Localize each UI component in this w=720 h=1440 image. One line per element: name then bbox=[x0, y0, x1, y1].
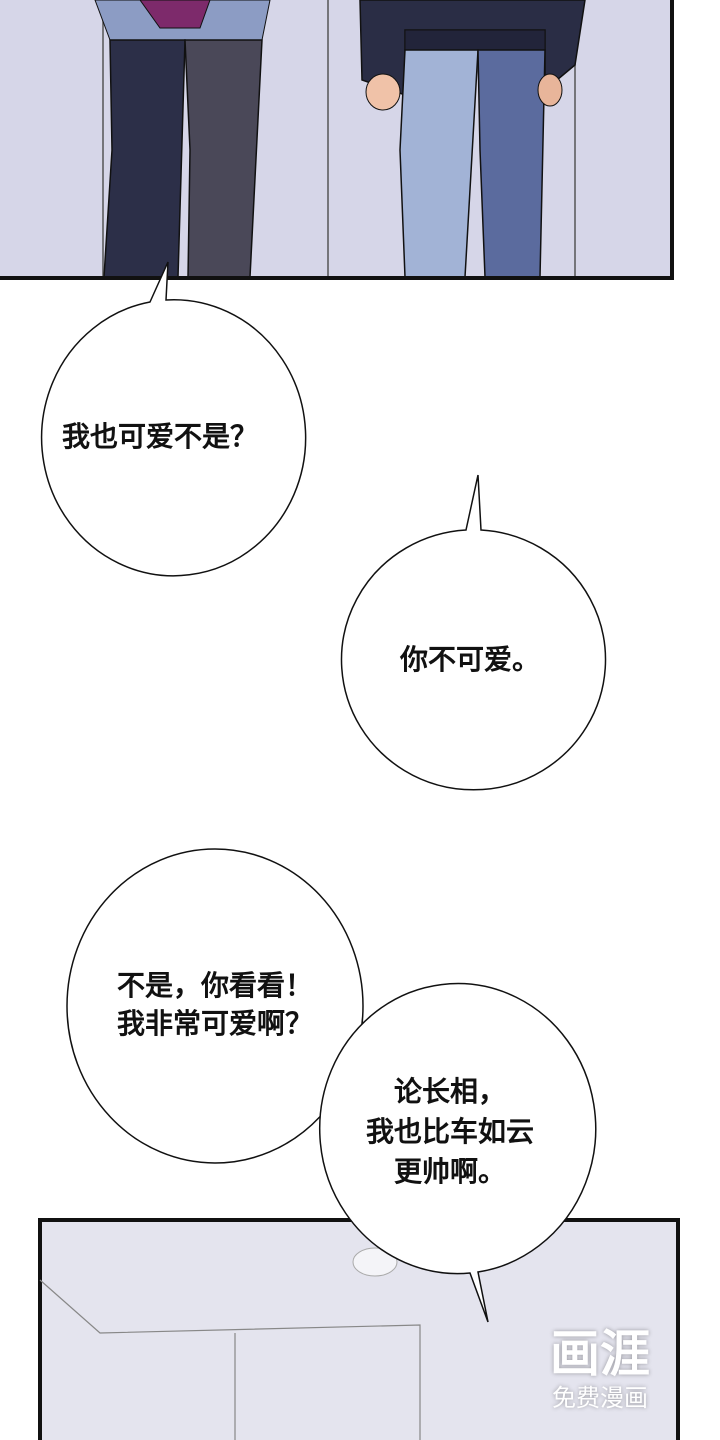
watermark-logo: 画涯 bbox=[550, 1325, 650, 1383]
speech-bubble-1 bbox=[40, 261, 307, 577]
watermark: 画涯 免费漫画 bbox=[535, 1325, 665, 1413]
bubble-2-text: 你不可爱。 bbox=[399, 643, 540, 676]
watermark-tagline: 免费漫画 bbox=[552, 1384, 648, 1412]
speech-bubble-2 bbox=[340, 474, 607, 791]
speech-bubble-4 bbox=[318, 982, 597, 1323]
top-panel bbox=[0, 0, 674, 280]
bubble-4-text: 论长相， 我也比车如云 更帅啊。 bbox=[365, 1075, 534, 1188]
bubble-1-text: 我也可爱不是？ bbox=[61, 420, 258, 453]
speech-bubbles bbox=[40, 261, 607, 1323]
bottom-panel bbox=[38, 1218, 680, 1440]
bubble-3-text: 不是，你看看！ 我非常可爱啊？ bbox=[116, 969, 313, 1040]
speech-bubble-3 bbox=[66, 848, 364, 1164]
